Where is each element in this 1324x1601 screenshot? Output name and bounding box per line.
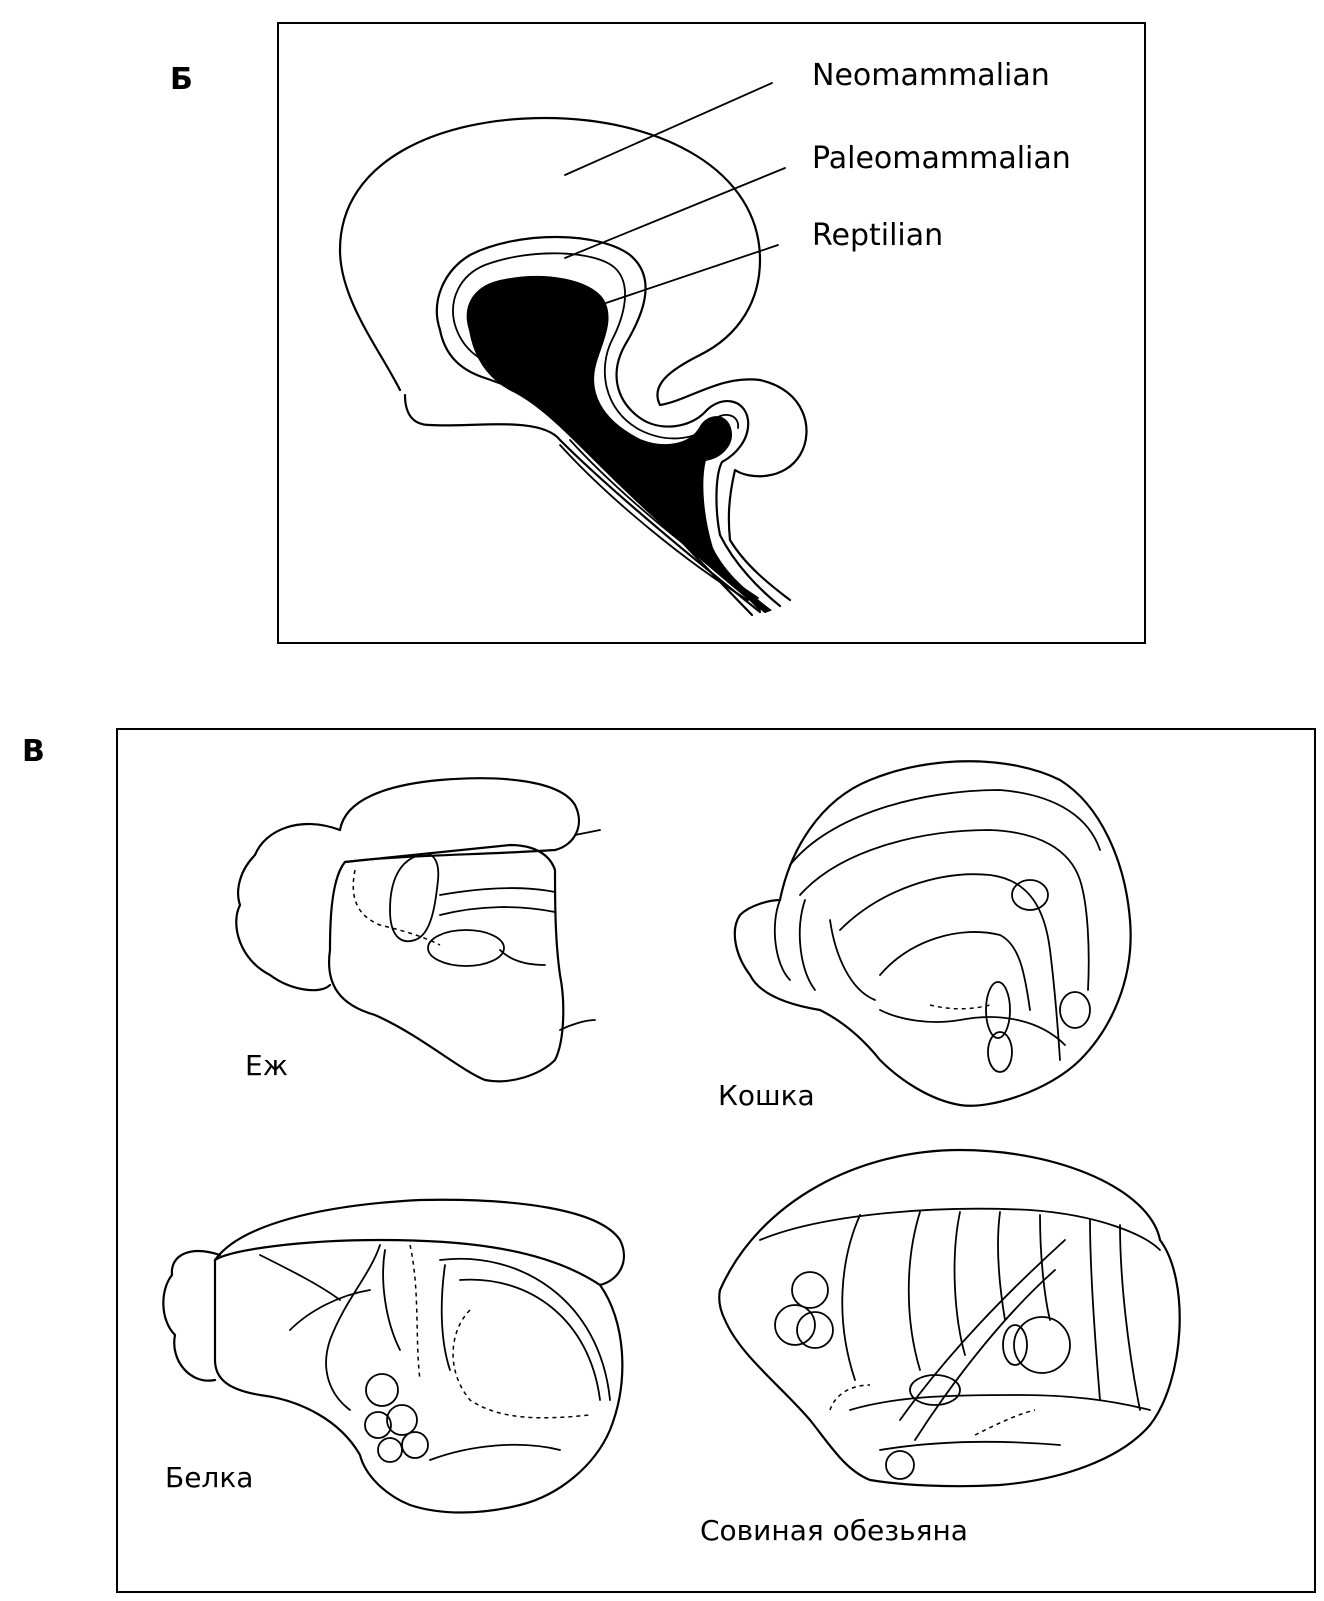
hedgehog-label: Еж bbox=[245, 1049, 288, 1082]
neomammalian-label: Neomammalian bbox=[812, 58, 1050, 93]
owl-monkey-oval bbox=[1002, 1324, 1028, 1366]
reptilian-leader bbox=[599, 244, 779, 306]
hedgehog-dashed bbox=[352, 869, 441, 946]
hedgehog-hemisphere bbox=[328, 843, 565, 1083]
owl-monkey-circle-bottom bbox=[885, 1450, 915, 1480]
mammal-brains-panel bbox=[116, 728, 1316, 1593]
owl-monkey-circle-3 bbox=[796, 1311, 834, 1349]
cat-circle-top bbox=[1011, 879, 1049, 911]
squirrel-circle-3 bbox=[364, 1411, 392, 1439]
cat-front-lobes bbox=[773, 899, 876, 1001]
squirrel-brain: Белка bbox=[162, 1198, 625, 1514]
squirrel-ring bbox=[439, 1257, 611, 1401]
cat-gyrus-1 bbox=[789, 789, 1101, 866]
hedgehog-tail bbox=[559, 829, 601, 1031]
squirrel-sulcus bbox=[382, 1249, 451, 1371]
panel-v-letter: В bbox=[22, 734, 45, 769]
squirrel-lobe-a bbox=[325, 1244, 381, 1411]
hedgehog-ellipse bbox=[427, 929, 505, 967]
owl-monkey-outline bbox=[718, 1148, 1181, 1488]
owl-monkey-dashed-1 bbox=[829, 1384, 871, 1411]
squirrel-dashed-2 bbox=[452, 1309, 591, 1419]
reptilian-label: Reptilian bbox=[812, 218, 943, 253]
neomammalian-outline bbox=[338, 116, 808, 614]
squirrel-circle-2 bbox=[386, 1404, 418, 1436]
squirrel-olfactory-bulb bbox=[162, 1250, 222, 1382]
owl-monkey-ellipse bbox=[909, 1374, 961, 1406]
cat-brain: Кошка bbox=[718, 760, 1132, 1112]
squirrel-hemisphere bbox=[213, 1238, 624, 1514]
cat-gyrus-4 bbox=[879, 931, 1031, 1011]
owl-monkey-label: Совиная обезьяна bbox=[700, 1514, 968, 1547]
squirrel-circle-4 bbox=[401, 1431, 429, 1459]
triune-brain-drawing: Neomammalian Paleomammalian Reptilian bbox=[338, 58, 1071, 617]
hedgehog-sulcus bbox=[439, 906, 556, 916]
hedgehog-lower bbox=[499, 949, 546, 966]
paleomammalian-leader bbox=[564, 167, 786, 259]
squirrel-label: Белка bbox=[165, 1461, 253, 1494]
squirrel-circle-5 bbox=[377, 1437, 403, 1463]
brainstem-lines bbox=[559, 439, 759, 601]
squirrel-circle-1 bbox=[365, 1373, 399, 1407]
owl-monkey-sulci bbox=[841, 1211, 1141, 1411]
cat-gyrus-3 bbox=[839, 873, 1061, 1061]
owl-monkey-dashed-2 bbox=[974, 1409, 1036, 1436]
owl-monkey-top-gyrus bbox=[759, 1207, 1161, 1251]
cat-ventral bbox=[879, 1009, 1066, 1046]
cat-oval-1 bbox=[985, 981, 1011, 1039]
paleomammalian-label: Paleomammalian bbox=[812, 141, 1071, 176]
hedgehog-lobe bbox=[389, 852, 440, 943]
triune-brain-panel bbox=[277, 22, 1146, 644]
squirrel-lobe-b bbox=[259, 1254, 371, 1331]
cat-gyrus-2 bbox=[799, 829, 1090, 991]
hedgehog-brain: Еж bbox=[235, 777, 601, 1083]
cat-oval-2 bbox=[987, 1031, 1013, 1073]
squirrel-ventral bbox=[429, 1443, 561, 1461]
cat-label: Кошка bbox=[718, 1079, 815, 1112]
owl-monkey-diagonal bbox=[899, 1239, 1066, 1441]
owl-monkey-brain: Совиная обезьяна bbox=[700, 1148, 1181, 1547]
cat-dashed bbox=[929, 1004, 991, 1010]
cat-circle-right bbox=[1059, 991, 1091, 1029]
cat-outline bbox=[733, 760, 1132, 1107]
panel-b-letter: Б bbox=[170, 62, 193, 97]
owl-monkey-circle-large bbox=[1013, 1316, 1071, 1374]
hedgehog-olfactory-bulb bbox=[235, 822, 342, 992]
hedgehog-cortex-top bbox=[338, 777, 580, 864]
owl-monkey-ventral bbox=[849, 1394, 1151, 1451]
squirrel-dashed-1 bbox=[409, 1244, 421, 1381]
squirrel-cortex-top bbox=[213, 1198, 625, 1287]
owl-monkey-circle-2 bbox=[774, 1304, 816, 1346]
hedgehog-lateral-line bbox=[439, 887, 556, 896]
reptilian-core bbox=[466, 275, 773, 614]
owl-monkey-circle-1 bbox=[791, 1271, 829, 1309]
neomammalian-leader bbox=[564, 82, 773, 176]
